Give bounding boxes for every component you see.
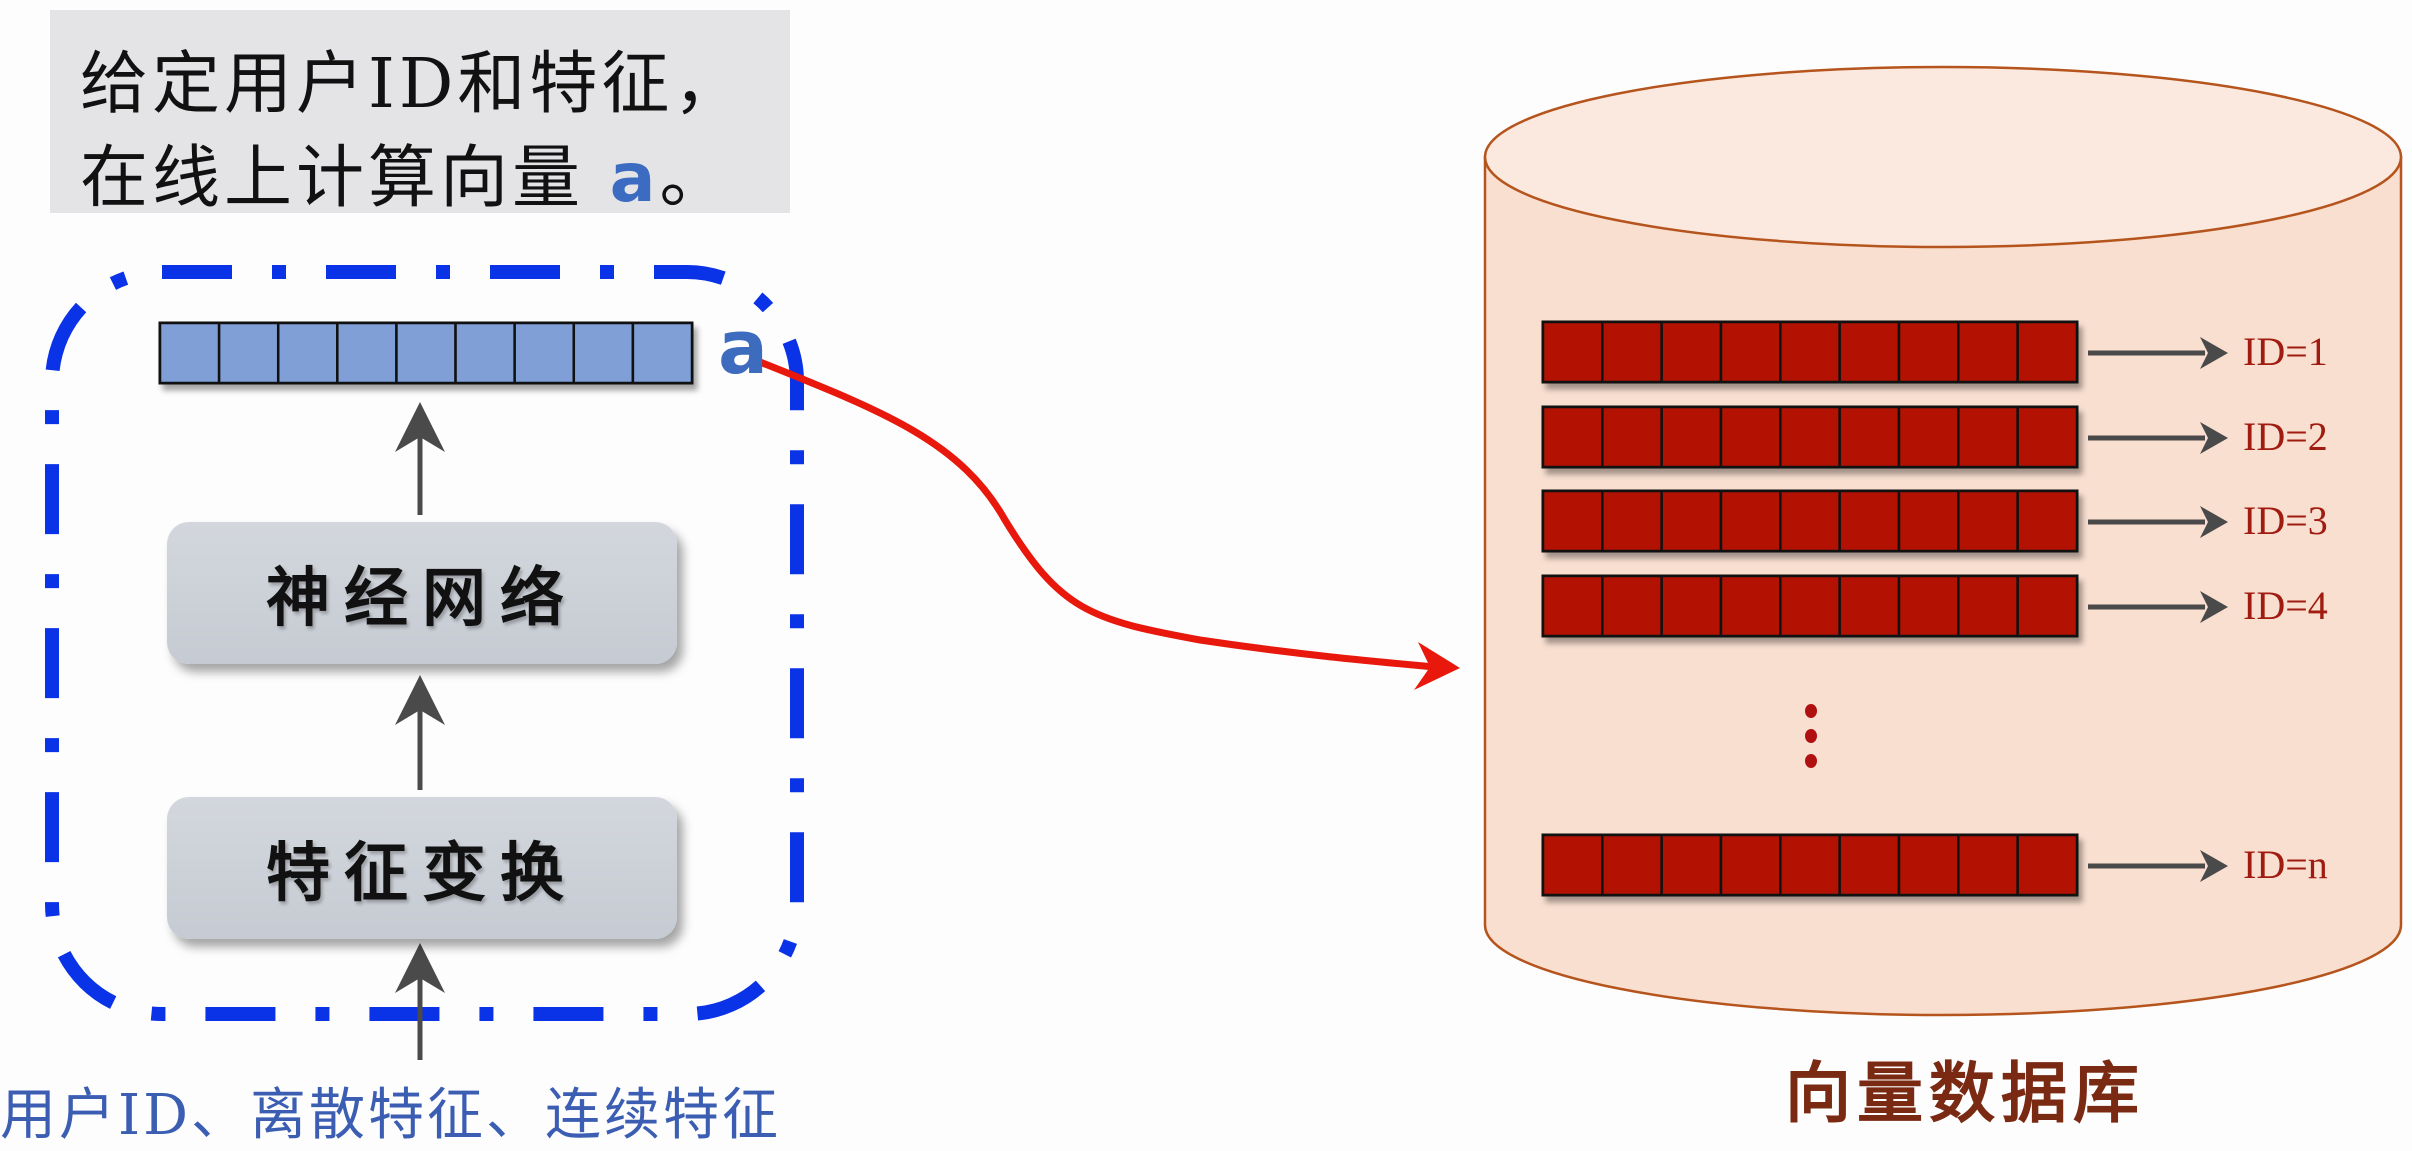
vector-cell bbox=[2016, 489, 2079, 553]
vector-cell bbox=[1719, 833, 1782, 897]
db-vector-row bbox=[1541, 405, 2228, 469]
db-vector-row bbox=[1541, 574, 2228, 638]
vector-cell bbox=[1957, 320, 2019, 384]
vector-cell bbox=[395, 321, 457, 385]
vector-cell bbox=[1719, 405, 1782, 469]
db-row-id-label: ID=1 bbox=[2243, 329, 2328, 374]
vector-cell bbox=[572, 321, 635, 385]
arrow-head-icon bbox=[2200, 506, 2228, 538]
vector-cell bbox=[454, 321, 516, 385]
db-vector-row bbox=[1541, 320, 2228, 384]
vector-cell bbox=[1897, 320, 1960, 384]
caption-vector-var: a bbox=[609, 139, 660, 218]
vector-cell bbox=[1838, 833, 1901, 897]
vector-cell bbox=[1779, 489, 1841, 553]
db-row-id-label: ID=2 bbox=[2243, 414, 2328, 459]
flow-arrow-head-icon bbox=[1414, 642, 1460, 690]
arrow-head-icon bbox=[2200, 591, 2228, 623]
vector-cell bbox=[1660, 405, 1723, 469]
vector-cell bbox=[1660, 489, 1723, 553]
vector-cell bbox=[1897, 833, 1960, 897]
vector-cell bbox=[631, 321, 694, 385]
vector-cell bbox=[513, 321, 576, 385]
arrow-head-icon bbox=[2200, 850, 2228, 882]
vector-cell bbox=[1957, 833, 2019, 897]
vector-cell bbox=[1719, 574, 1782, 638]
vector-cell bbox=[1541, 489, 1604, 553]
caption-line-2-prefix: 在线上计算向量 bbox=[80, 139, 610, 218]
db-vector-row bbox=[1541, 833, 2228, 897]
vector-cell bbox=[1779, 574, 1841, 638]
ellipsis-icon bbox=[1805, 704, 1817, 768]
vector-cell bbox=[336, 321, 398, 385]
vector-cell bbox=[1660, 833, 1723, 897]
vector-cell bbox=[158, 321, 221, 385]
vector-cell bbox=[2016, 320, 2079, 384]
user-tower-dashed-border bbox=[45, 265, 804, 1021]
caption-line-2-suffix: 。 bbox=[659, 139, 732, 218]
caption-box: 给定用户ID和特征， 在线上计算向量 a。 bbox=[50, 10, 790, 218]
vector-cell bbox=[1601, 405, 1663, 469]
neural-network-label: 神经网络 bbox=[266, 562, 578, 636]
vector-cell bbox=[1779, 833, 1841, 897]
vector-cell bbox=[2016, 574, 2079, 638]
vector-cell bbox=[1601, 489, 1663, 553]
vector-cell bbox=[276, 321, 339, 385]
input-features-label: 用户ID、离散特征、连续特征 bbox=[0, 1083, 782, 1148]
db-vector-row bbox=[1541, 489, 2228, 553]
db-vector-list bbox=[1541, 320, 2228, 897]
caption-line-2: 在线上计算向量 a。 bbox=[80, 122, 732, 221]
vector-cell bbox=[1541, 833, 1604, 897]
vector-cell bbox=[1897, 405, 1960, 469]
vector-cell bbox=[1957, 405, 2019, 469]
vector-cell bbox=[1719, 489, 1782, 553]
flow-arrow-curve bbox=[753, 356, 1436, 671]
db-row-id-label: ID=4 bbox=[2243, 583, 2328, 628]
vector-cell bbox=[1601, 320, 1663, 384]
vector-cell bbox=[1601, 574, 1663, 638]
feature-transform-label: 特征变换 bbox=[266, 837, 578, 911]
vector-cell bbox=[1957, 574, 2019, 638]
vector-cell bbox=[1541, 405, 1604, 469]
caption-line-1: 给定用户ID和特征， bbox=[80, 45, 746, 124]
vector-cell bbox=[1838, 574, 1901, 638]
feature-transform-block: 特征变换 bbox=[167, 797, 677, 939]
user-output-vector bbox=[158, 321, 694, 385]
vector-cell bbox=[1541, 574, 1604, 638]
user-vector-label: a bbox=[718, 305, 768, 391]
cylinder-top bbox=[1483, 65, 2403, 249]
vector-cell bbox=[217, 321, 280, 385]
vector-cell bbox=[1897, 574, 1960, 638]
vector-cell bbox=[1779, 320, 1841, 384]
vector-cell bbox=[1957, 489, 2019, 553]
vector-cell bbox=[1779, 405, 1841, 469]
vector-cell bbox=[1541, 320, 1604, 384]
db-row-id-label: ID=3 bbox=[2243, 498, 2328, 543]
vector-cell bbox=[1838, 320, 1901, 384]
arrow-head-icon bbox=[2200, 422, 2228, 454]
vector-cell bbox=[1897, 489, 1960, 553]
db-row-id-label: ID=n bbox=[2243, 842, 2328, 887]
vector-cell bbox=[1838, 489, 1901, 553]
neural-network-block: 神经网络 bbox=[167, 522, 677, 664]
vector-cell bbox=[1601, 833, 1663, 897]
vector-database-title: 向量数据库 bbox=[1785, 1054, 2145, 1132]
vector-cell bbox=[2016, 833, 2079, 897]
vector-cell bbox=[1719, 320, 1782, 384]
vector-cell bbox=[2016, 405, 2079, 469]
vector-cell bbox=[1838, 405, 1901, 469]
vector-cell bbox=[1660, 320, 1723, 384]
vector-cell bbox=[1660, 574, 1723, 638]
arrow-head-icon bbox=[2200, 337, 2228, 369]
